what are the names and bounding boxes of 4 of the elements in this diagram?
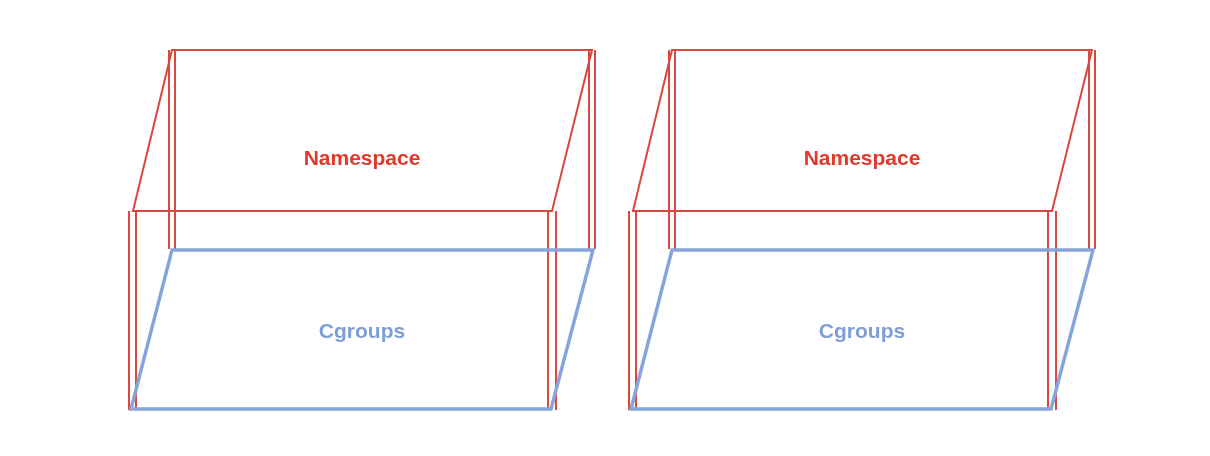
namespace-label: Namespace bbox=[303, 145, 421, 172]
namespace-label: Namespace bbox=[803, 145, 921, 172]
cgroups-label: Cgroups bbox=[818, 318, 906, 345]
cgroups-label: Cgroups bbox=[318, 318, 406, 345]
